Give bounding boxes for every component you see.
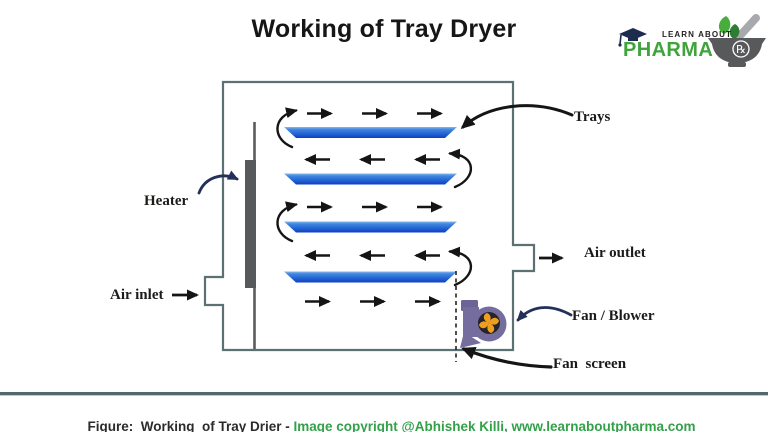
- pestle: [733, 14, 760, 43]
- fan-blower-icon: [460, 300, 507, 348]
- page-title: Working of Tray Dryer: [251, 15, 517, 43]
- airflow-curve-icon: [276, 107, 298, 149]
- caption-figure-text: Figure: Working of Tray Drier -: [87, 419, 294, 432]
- fan-screen-pointer-arrow: [461, 347, 553, 369]
- rx-roundel: [732, 40, 750, 58]
- fan-blades-icon: [479, 313, 499, 333]
- airflow-curve-icon: [276, 201, 298, 243]
- label-fan-screen: Fan screen: [553, 356, 627, 372]
- heater-pointer-arrow: [197, 170, 239, 195]
- logo-learn-about-text: LEARN ABOUT: [662, 30, 733, 39]
- label-air-inlet: Air inlet: [110, 287, 164, 303]
- blower-tail: [460, 332, 481, 348]
- mortar-base: [728, 62, 746, 67]
- tray: [284, 127, 457, 138]
- logo-pharma-text: PHARMA: [623, 39, 714, 61]
- fan-blower-pointer-arrow: [516, 306, 573, 322]
- label-fan-blower: Fan / Blower: [572, 308, 655, 324]
- heater-bar: [245, 160, 256, 288]
- logo-graphics: ℞: [618, 14, 766, 67]
- leaf-icon: [718, 16, 731, 34]
- mortar-bowl: [708, 38, 766, 63]
- airflow-curve-icon: [448, 148, 473, 189]
- label-air-outlet: Air outlet: [584, 245, 646, 261]
- airflow-curve-icon: [448, 246, 473, 287]
- figure-caption: Figure: Working of Tray Drier - Image co…: [0, 404, 768, 432]
- leaf-icon: [729, 24, 740, 39]
- airflow-curves: [276, 107, 473, 287]
- caption-credit-text: Image copyright @Abhishek Killi, www.lea…: [293, 419, 696, 432]
- learn-about-pharma-logo: ℞ LEARN ABOUT PHARMA: [616, 6, 768, 70]
- tray-stack: [284, 127, 457, 283]
- label-heater: Heater: [144, 193, 189, 209]
- mortar-pestle-icon: ℞: [708, 14, 766, 67]
- tray: [284, 221, 457, 233]
- label-trays: Trays: [574, 109, 611, 125]
- rx-symbol: ℞: [736, 43, 746, 56]
- tray: [284, 173, 457, 185]
- footer-divider: [0, 392, 768, 396]
- airflow-arrows: [304, 108, 443, 307]
- graduation-cap-icon: [618, 28, 647, 47]
- trays-pointer-arrow: [460, 104, 574, 129]
- tray: [284, 271, 457, 283]
